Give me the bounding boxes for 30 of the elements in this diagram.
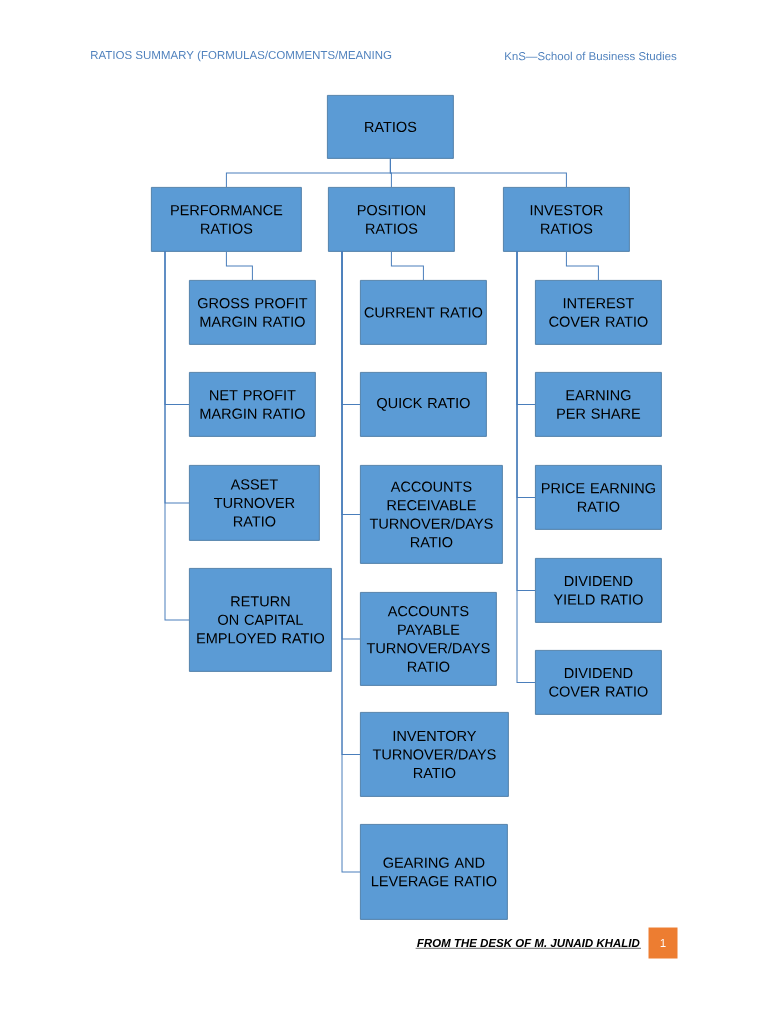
connector-line <box>565 251 599 281</box>
ratio-box: PERFORMANCE RATIOS <box>151 187 302 252</box>
ratio-box: PRICE EARNING RATIO <box>535 465 662 530</box>
ratio-box: GEARING AND LEVERAGE RATIO <box>360 824 508 920</box>
ratio-box: ACCOUNTS PAYABLE TURNOVER/DAYS RATIO <box>360 592 497 686</box>
header-text: KnS—School of Business Studies <box>505 51 677 61</box>
connector-line <box>389 158 567 188</box>
ratio-box: INVESTOR RATIOS <box>503 187 630 252</box>
ratio-box: ASSET TURNOVER RATIO <box>189 465 320 541</box>
footer-text: FROM THE DESK OF M. JUNAID KHALID <box>417 938 640 948</box>
ratio-box: GROSS PROFIT MARGIN RATIO <box>189 280 316 345</box>
ratio-box: RETURN ON CAPITAL EMPLOYED RATIO <box>189 568 332 672</box>
ratio-box: INTEREST COVER RATIO <box>535 280 662 345</box>
page-number: 1 <box>648 927 678 959</box>
connector-line <box>341 250 361 873</box>
ratio-box: DIVIDEND COVER RATIO <box>535 650 662 715</box>
header-text: RATIOS SUMMARY (FORMULAS/COMMENTS/MEANING <box>91 50 392 62</box>
ratio-box: QUICK RATIO <box>360 372 487 437</box>
ratio-box: EARNING PER SHARE <box>535 372 662 437</box>
connector-line <box>516 250 536 683</box>
ratio-box: ACCOUNTS RECEIVABLE TURNOVER/DAYS RATIO <box>360 465 503 564</box>
ratio-box: CURRENT RATIO <box>360 280 487 345</box>
ratio-box: NET PROFIT MARGIN RATIO <box>189 372 316 437</box>
connector-line <box>225 251 253 281</box>
ratio-box: INVENTORY TURNOVER/DAYS RATIO <box>360 712 509 797</box>
connector-line <box>164 250 190 621</box>
ratio-box: DIVIDEND YIELD RATIO <box>535 558 662 623</box>
ratio-box: RATIOS <box>327 95 454 159</box>
ratio-box: POSITION RATIOS <box>328 187 455 252</box>
connector-line <box>390 251 424 281</box>
